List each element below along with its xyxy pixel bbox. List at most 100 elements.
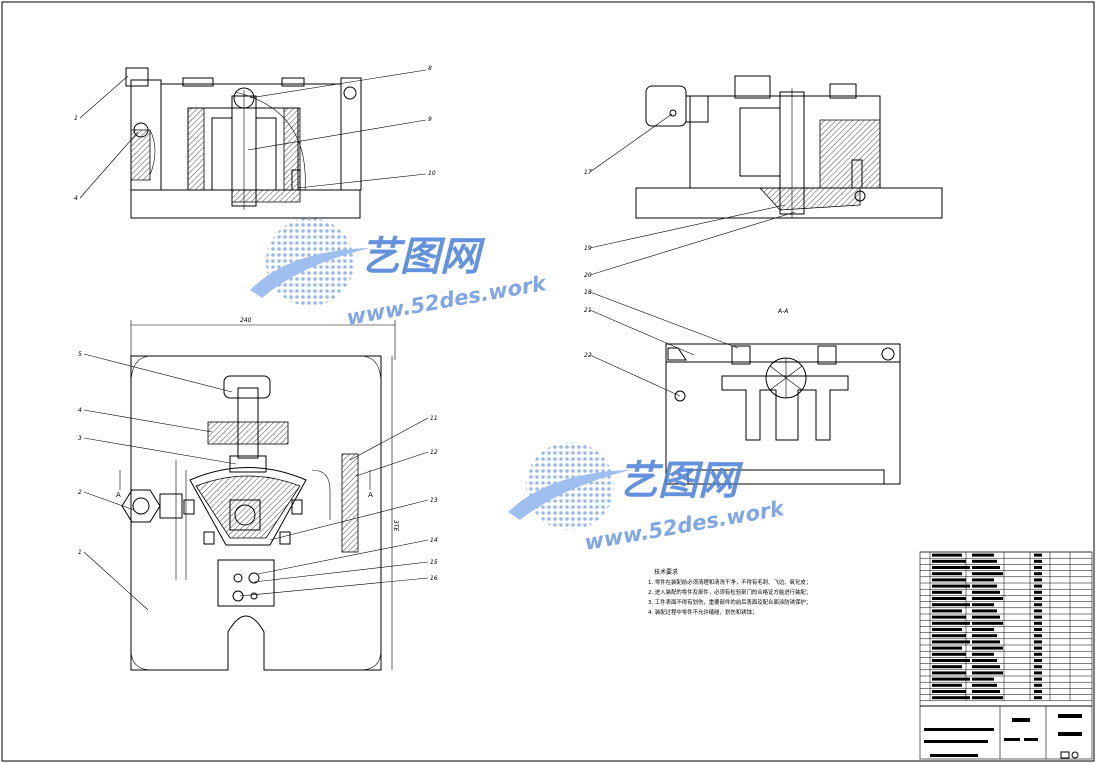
callout-sec-22: 22 <box>584 352 592 359</box>
parts-row-code <box>972 659 997 662</box>
top-right-view: 17 19 20 <box>584 75 943 279</box>
parts-row-name <box>932 696 970 700</box>
tech-req-line-4: 4. 装配过程中零件不允许磕碰，划伤和锈蚀； <box>648 608 757 616</box>
callout-bl-14: 14 <box>430 537 438 544</box>
parts-row-name <box>932 553 962 557</box>
parts-row-qty <box>1034 640 1042 644</box>
parts-row-qty <box>1034 566 1042 569</box>
callout-tr-20: 20 <box>584 272 592 279</box>
parts-row-name <box>932 597 966 600</box>
parts-row-name <box>932 683 962 687</box>
parts-row-name <box>932 572 962 576</box>
parts-row-qty <box>1034 628 1042 631</box>
parts-row-qty <box>1034 621 1042 625</box>
section-mark-left: A <box>116 491 121 499</box>
callout-bl-3: 3 <box>78 435 82 442</box>
parts-row-code <box>972 621 1003 625</box>
parts-row-qty <box>1034 671 1042 675</box>
parts-row-qty <box>1034 603 1042 607</box>
parts-row-code <box>972 590 1000 594</box>
parts-row-code <box>972 553 994 557</box>
callout-sec-18: 18 <box>584 289 592 296</box>
parts-row-code <box>972 690 1000 693</box>
parts-row-name <box>932 677 970 681</box>
parts-row-name <box>932 590 962 594</box>
parts-row-code <box>972 584 997 588</box>
parts-row-name <box>932 609 962 613</box>
parts-row-code <box>972 646 1003 650</box>
callout-bl-4: 4 <box>78 407 82 414</box>
watermark-brand-1: 艺图网 <box>360 234 486 280</box>
parts-row-qty <box>1034 690 1042 693</box>
parts-row-code <box>972 597 1003 600</box>
tech-req-title: 技术要求 <box>654 568 678 576</box>
callout-bl-5: 5 <box>78 351 82 358</box>
parts-row-qty <box>1034 572 1042 576</box>
parts-row-name <box>932 671 966 675</box>
parts-row-code <box>972 665 1000 669</box>
parts-row-code <box>972 652 994 656</box>
title-block <box>919 551 1093 760</box>
parts-row-qty <box>1034 696 1042 700</box>
parts-row-name <box>932 634 966 638</box>
watermark-2: 艺图网 www.52des.work <box>508 442 788 555</box>
callout-bl-13: 13 <box>430 497 438 504</box>
watermark-url-2: www.52des.work <box>583 496 788 555</box>
tech-req-line-1: 1. 零件在装配前必须清理和清洗干净，不得有毛刺、飞边、氧化皮； <box>648 578 811 586</box>
bottom-left-view: 240 3TE A A <box>78 317 438 671</box>
parts-row-code <box>972 615 1000 619</box>
callout-bl-12: 12 <box>430 449 438 456</box>
parts-row-qty <box>1034 559 1042 563</box>
dimension-height: 3TE <box>392 520 399 531</box>
watermark-1: 艺图网 www.52des.work <box>250 218 550 330</box>
parts-row-qty <box>1034 609 1042 613</box>
callout-tl-9: 9 <box>428 116 432 123</box>
parts-row-qty <box>1034 683 1042 687</box>
parts-row-code <box>972 603 994 607</box>
parts-row-qty <box>1034 615 1042 619</box>
parts-row-name <box>932 640 970 644</box>
parts-row-code <box>972 696 1003 700</box>
watermark-brand-2: 艺图网 <box>618 458 744 504</box>
section-title: A-A <box>777 308 788 315</box>
section-a-a-view: A-A 18 21 22 <box>584 289 901 485</box>
parts-row-code <box>972 628 994 631</box>
parts-row-code <box>972 578 994 582</box>
parts-row-qty <box>1034 665 1042 669</box>
callout-tl-8: 8 <box>428 65 432 72</box>
tech-req-line-3: 3. 工件表面不得有划伤，重要部件的前后表面及配合面涂防锈保护； <box>648 598 811 606</box>
parts-row-name <box>932 584 970 588</box>
callout-tl-10: 10 <box>428 170 436 177</box>
parts-row-qty <box>1034 646 1042 650</box>
parts-row-code <box>972 572 1003 576</box>
parts-row-qty <box>1034 597 1042 600</box>
parts-row-code <box>972 640 1000 644</box>
callout-bl-15: 15 <box>430 559 438 566</box>
callout-tr-17: 17 <box>584 169 592 176</box>
parts-row-name <box>932 578 966 582</box>
callout-tr-19: 19 <box>584 245 592 252</box>
parts-row-name <box>932 646 962 650</box>
parts-row-qty <box>1034 553 1042 557</box>
parts-row-name <box>932 615 966 619</box>
parts-row-code <box>972 677 994 681</box>
parts-row-name <box>932 628 962 631</box>
parts-row-code <box>972 566 1000 569</box>
parts-row-qty <box>1034 578 1042 582</box>
dimension-width: 240 <box>240 317 252 324</box>
callout-sec-21: 21 <box>584 307 592 314</box>
parts-row-code <box>972 683 997 687</box>
tech-req-line-2: 2. 进入装配的零件及部件，必须有检验部门的合格证方能进行装配； <box>648 588 811 596</box>
top-left-view: 1 4 8 9 10 <box>74 65 436 219</box>
parts-row-code <box>972 559 997 563</box>
callout-tl-1: 1 <box>74 115 78 122</box>
parts-row-qty <box>1034 634 1042 638</box>
parts-row-name <box>932 621 970 625</box>
callout-bl-16: 16 <box>430 575 438 582</box>
parts-row-qty <box>1034 652 1042 656</box>
parts-row-name <box>932 690 966 693</box>
technical-requirements: 技术要求 1. 零件在装配前必须清理和清洗干净，不得有毛刺、飞边、氧化皮； 2.… <box>648 568 811 616</box>
parts-row-name <box>932 603 970 607</box>
section-mark-right: A <box>368 491 373 499</box>
